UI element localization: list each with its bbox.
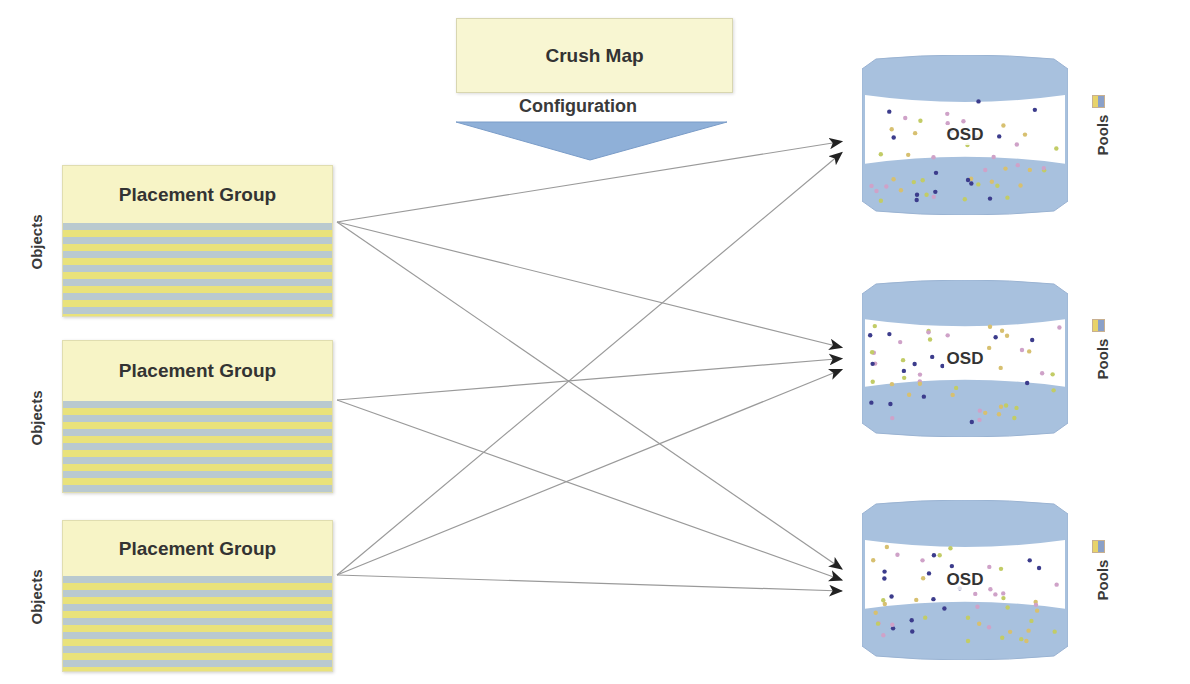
side-label: Pools bbox=[1094, 115, 1111, 156]
osd-label: OSD bbox=[944, 125, 987, 145]
object-stripes bbox=[63, 576, 332, 671]
placement-arrow bbox=[337, 370, 842, 576]
box-header: Placement Group bbox=[63, 521, 332, 576]
osd-label: OSD bbox=[944, 570, 987, 590]
pool-icon bbox=[1092, 95, 1105, 108]
object-stripes bbox=[63, 223, 332, 316]
osd-cylinder: OSDPools bbox=[862, 55, 1068, 215]
box-title: Placement Group bbox=[119, 538, 276, 560]
placement-arrow bbox=[337, 359, 842, 401]
box-title: Crush Map bbox=[545, 45, 643, 67]
box-header: Placement Group bbox=[63, 341, 332, 401]
placement-group-box: Placement GroupObjects bbox=[62, 520, 333, 672]
pool-icon bbox=[1092, 319, 1105, 332]
placement-arrow bbox=[337, 153, 842, 576]
placement-arrow bbox=[337, 575, 842, 591]
osd-center: OSD bbox=[862, 280, 1068, 437]
placement-arrow bbox=[337, 400, 842, 580]
placement-arrow bbox=[337, 222, 842, 569]
configuration-arrow bbox=[456, 122, 727, 160]
placement-arrow bbox=[337, 142, 842, 223]
osd-cylinder: OSDPools bbox=[862, 280, 1068, 437]
box-title: Placement Group bbox=[119, 360, 276, 382]
side-label: Objects bbox=[28, 214, 45, 269]
box-title: Placement Group bbox=[119, 184, 276, 206]
placement-group-box: Placement GroupObjects bbox=[62, 340, 333, 493]
side-label: Pools bbox=[1094, 560, 1111, 601]
placement-group-box: Placement GroupObjects bbox=[62, 165, 333, 317]
side-label: Objects bbox=[28, 390, 45, 445]
side-label: Pools bbox=[1094, 338, 1111, 379]
placement-arrow bbox=[337, 222, 842, 348]
crush-map-box: Crush Map bbox=[456, 18, 733, 93]
configuration-label: Configuration bbox=[519, 96, 637, 117]
osd-label: OSD bbox=[944, 349, 987, 369]
osd-cylinder: OSDPools bbox=[862, 500, 1068, 660]
side-label: Objects bbox=[28, 569, 45, 624]
box-header: Placement Group bbox=[63, 166, 332, 223]
object-stripes bbox=[63, 401, 332, 492]
pool-icon bbox=[1092, 540, 1105, 553]
osd-center: OSD bbox=[862, 500, 1068, 660]
osd-center: OSD bbox=[862, 55, 1068, 215]
